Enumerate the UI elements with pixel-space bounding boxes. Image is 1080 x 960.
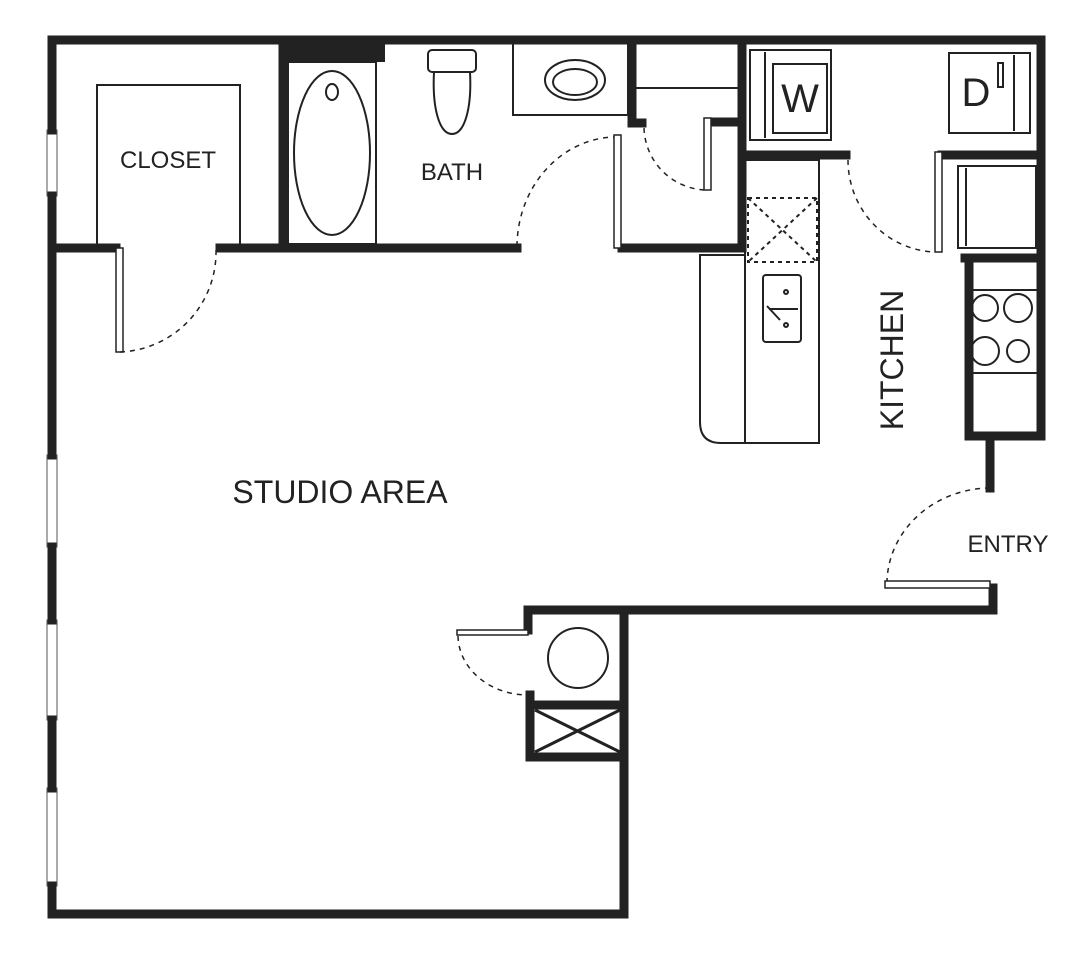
bathtub xyxy=(287,61,377,245)
kitchen-sink-icon xyxy=(762,274,802,343)
laundry: W D xyxy=(749,49,1031,253)
dishwasher-icon xyxy=(747,197,818,263)
room-label-closet: CLOSET xyxy=(120,147,216,174)
bath: BATH xyxy=(287,41,629,249)
bath-soffit xyxy=(283,40,385,62)
stove-icon xyxy=(967,289,1039,374)
interior-walls xyxy=(51,35,1046,762)
kitchen-counter xyxy=(744,159,820,444)
room-label-studio: STUDIO AREA xyxy=(232,474,448,510)
kitchen: KITCHEN xyxy=(699,159,1039,444)
window xyxy=(46,619,58,721)
refrigerator xyxy=(957,165,1037,249)
utility-closet-door[interactable] xyxy=(456,629,529,636)
linen-closet xyxy=(636,87,740,191)
hvac-icon xyxy=(534,708,621,754)
washer xyxy=(749,49,832,141)
closet-door[interactable] xyxy=(115,247,124,353)
window xyxy=(46,787,58,887)
closet: CLOSET xyxy=(96,84,241,353)
water-heater-icon xyxy=(547,627,609,689)
utility-closet xyxy=(456,627,621,754)
dryer xyxy=(948,52,1031,134)
bathtub-basin-icon xyxy=(293,70,371,236)
room-label-bath: BATH xyxy=(421,159,483,186)
entry-door[interactable] xyxy=(884,580,991,589)
window xyxy=(46,454,58,548)
breakfast-bar xyxy=(699,254,745,444)
laundry-door[interactable] xyxy=(934,151,943,253)
bath-door[interactable] xyxy=(613,134,622,249)
sink-icon xyxy=(544,59,606,101)
washer-label: W xyxy=(781,77,819,121)
vanity xyxy=(512,41,629,116)
room-label-kitchen: KITCHEN xyxy=(874,290,910,430)
room-label-entry: ENTRY xyxy=(968,531,1049,558)
entry: ENTRY xyxy=(884,487,1049,589)
linen-closet-door[interactable] xyxy=(703,117,712,191)
window xyxy=(46,129,58,197)
dryer-label: D xyxy=(962,71,991,115)
toilet-icon xyxy=(427,49,477,136)
